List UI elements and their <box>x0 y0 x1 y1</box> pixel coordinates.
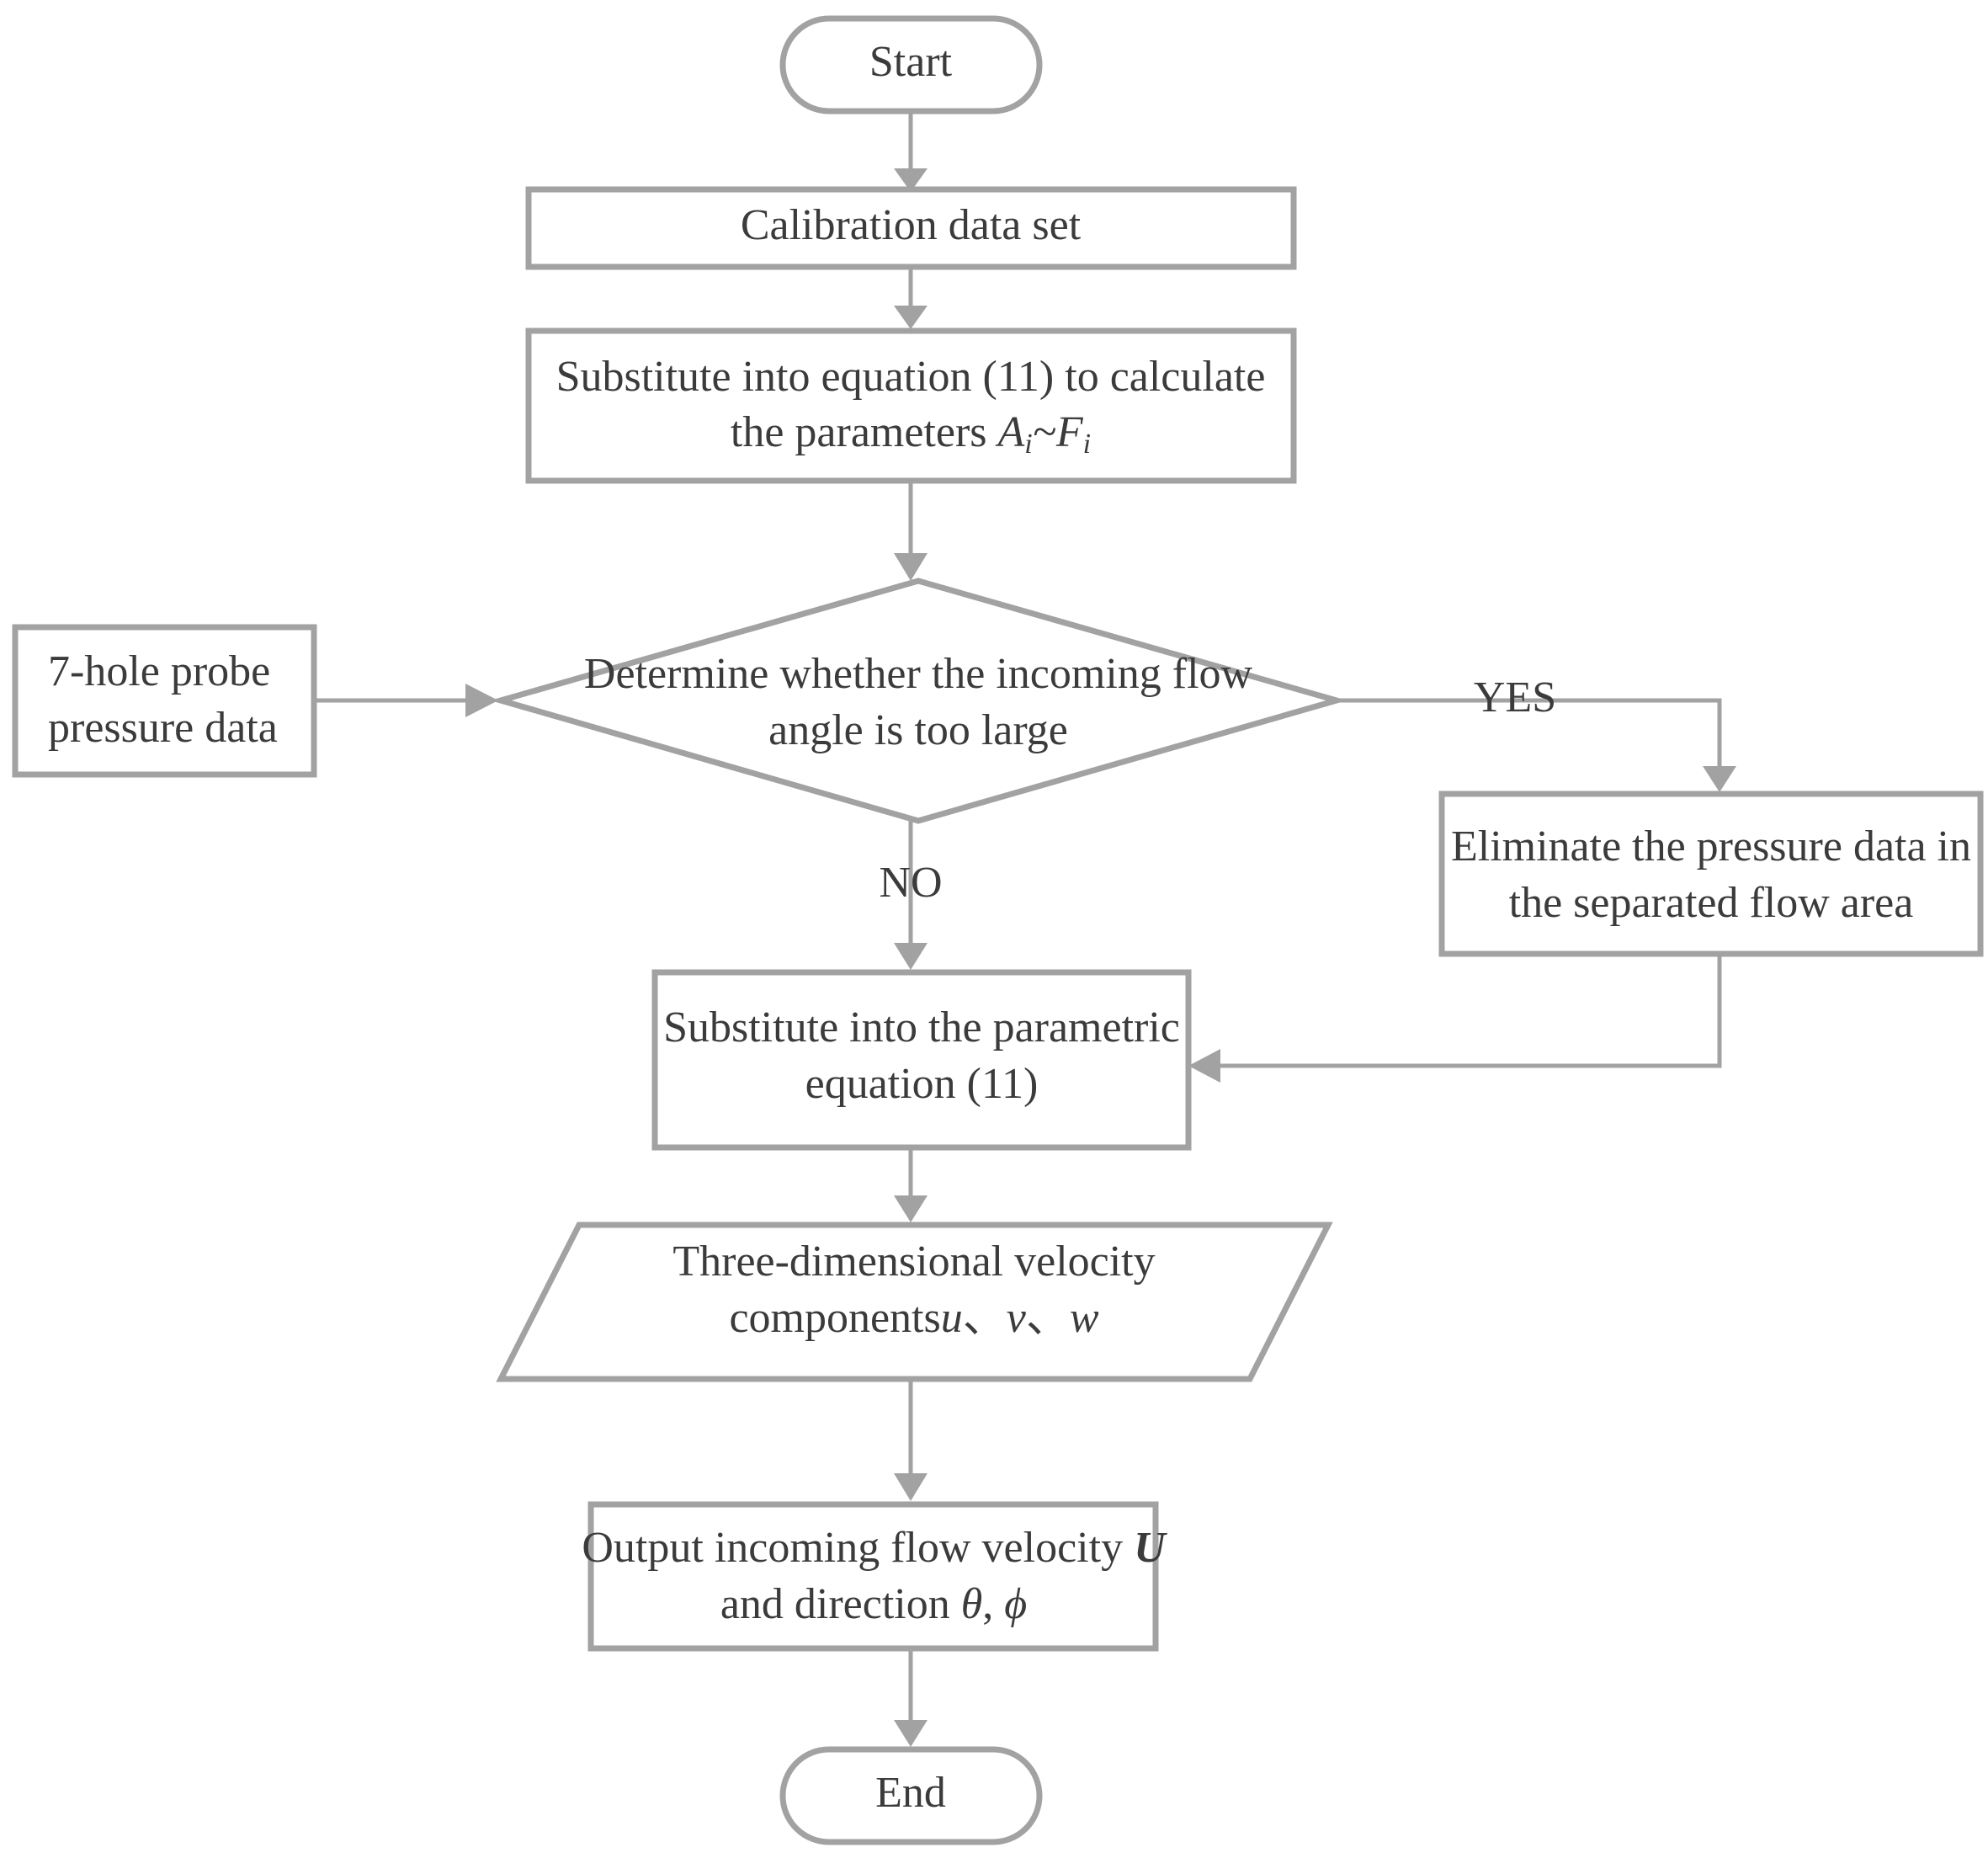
calibration-shape <box>525 186 1297 270</box>
substitute-parametric-line2: equation (11) <box>805 1060 1039 1108</box>
parameter-symbol-f: F <box>1055 408 1084 456</box>
connectors-layer <box>316 111 1736 1747</box>
substitute-eq11-line2: the parameters Ai~Fi <box>731 408 1091 460</box>
decision-line1: Determine whether the incoming flow <box>584 650 1253 698</box>
parameter-subscript-i-1: i <box>1024 429 1032 460</box>
substitute-parametric-shape <box>651 969 1192 1151</box>
velocity-separator-1: 、 <box>963 1294 1007 1342</box>
node-output-flow-velocity[interactable]: Output incoming flow velocity U and dire… <box>582 1501 1167 1652</box>
probe-data-line1: 7-hole probe <box>48 647 270 695</box>
node-eliminate-pressure-data[interactable]: Eliminate the pressure data in the separ… <box>1438 791 1984 957</box>
edge-probedata-to-decision <box>316 684 498 717</box>
output-symbol-u: U <box>1134 1524 1167 1572</box>
edge-decision-yes-to-eliminate <box>1337 698 1736 792</box>
node-calibration-data-set[interactable]: Calibration data set <box>525 186 1297 270</box>
edge-decision-no-to-parametric <box>894 821 928 970</box>
output-shape <box>587 1501 1159 1652</box>
edge-output-to-end <box>894 1648 928 1747</box>
velocity-symbol-u: u <box>941 1294 963 1342</box>
decision-shape <box>490 578 1347 824</box>
edge-eliminate-to-parametric <box>1188 954 1722 1083</box>
velocity-symbol-v: v <box>1007 1294 1027 1342</box>
velocity-components-shape <box>496 1222 1333 1382</box>
substitute-eq11-line2-prefix: the parameters <box>731 408 998 456</box>
edge-velocity-to-output <box>894 1382 928 1501</box>
node-substitute-equation-11[interactable]: Substitute into equation (11) to calcula… <box>525 327 1297 484</box>
parameter-tilde: ~ <box>1033 408 1056 456</box>
output-line1: Output incoming flow velocity U <box>582 1524 1167 1572</box>
calibration-label: Calibration data set <box>741 201 1082 249</box>
parameter-symbol-a: A <box>996 408 1025 456</box>
decision-line2: angle is too large <box>768 706 1068 754</box>
edge-label-yes: YES <box>1474 673 1556 721</box>
start-label: Start <box>869 38 953 86</box>
edge-label-no: NO <box>879 859 942 907</box>
node-substitute-parametric-equation[interactable]: Substitute into the parametric equation … <box>651 969 1192 1151</box>
eliminate-shape <box>1438 791 1984 957</box>
output-line2: and direction θ, ϕ <box>720 1580 1027 1628</box>
node-end[interactable]: End <box>779 1746 1043 1845</box>
parameter-subscript-i-2: i <box>1083 429 1091 460</box>
eliminate-line1: Eliminate the pressure data in <box>1451 823 1971 870</box>
node-start[interactable]: Start <box>779 15 1043 114</box>
eliminate-line2: the separated flow area <box>1509 879 1914 927</box>
probe-data-shape <box>12 624 317 778</box>
output-line2-prefix: and direction <box>720 1580 961 1628</box>
node-probe-pressure-data[interactable]: 7-hole probe pressure data <box>12 624 317 778</box>
substitute-eq11-line1: Substitute into equation (11) to calcula… <box>556 353 1266 401</box>
velocity-components-line2: componentsu、v、w <box>729 1294 1098 1342</box>
output-symbol-theta: θ <box>961 1580 983 1628</box>
edge-parametric-to-velocity <box>894 1147 928 1222</box>
node-velocity-components[interactable]: Three-dimensional velocity componentsu、v… <box>496 1222 1333 1382</box>
velocity-separator-2: 、 <box>1026 1294 1070 1342</box>
velocity-components-prefix: components <box>729 1294 940 1342</box>
output-symbol-phi: ϕ <box>1004 1580 1027 1628</box>
start-shape <box>779 15 1043 114</box>
node-decision-incoming-flow-angle[interactable]: Determine whether the incoming flow angl… <box>490 578 1347 824</box>
substitute-parametric-line1: Substitute into the parametric <box>663 1004 1180 1051</box>
edge-start-to-calibration <box>894 111 928 192</box>
substitute-eq11-shape <box>525 327 1297 484</box>
end-label: End <box>875 1769 946 1817</box>
output-line1-prefix: Output incoming flow velocity <box>582 1524 1134 1572</box>
probe-data-line2: pressure data <box>48 704 278 752</box>
edge-calibration-to-substitute <box>894 267 928 329</box>
end-shape <box>779 1746 1043 1845</box>
velocity-symbol-w: w <box>1070 1294 1099 1342</box>
velocity-components-line1: Three-dimensional velocity <box>672 1238 1155 1286</box>
edge-substitute-to-decision <box>894 481 928 581</box>
output-comma: , <box>982 1580 1004 1628</box>
